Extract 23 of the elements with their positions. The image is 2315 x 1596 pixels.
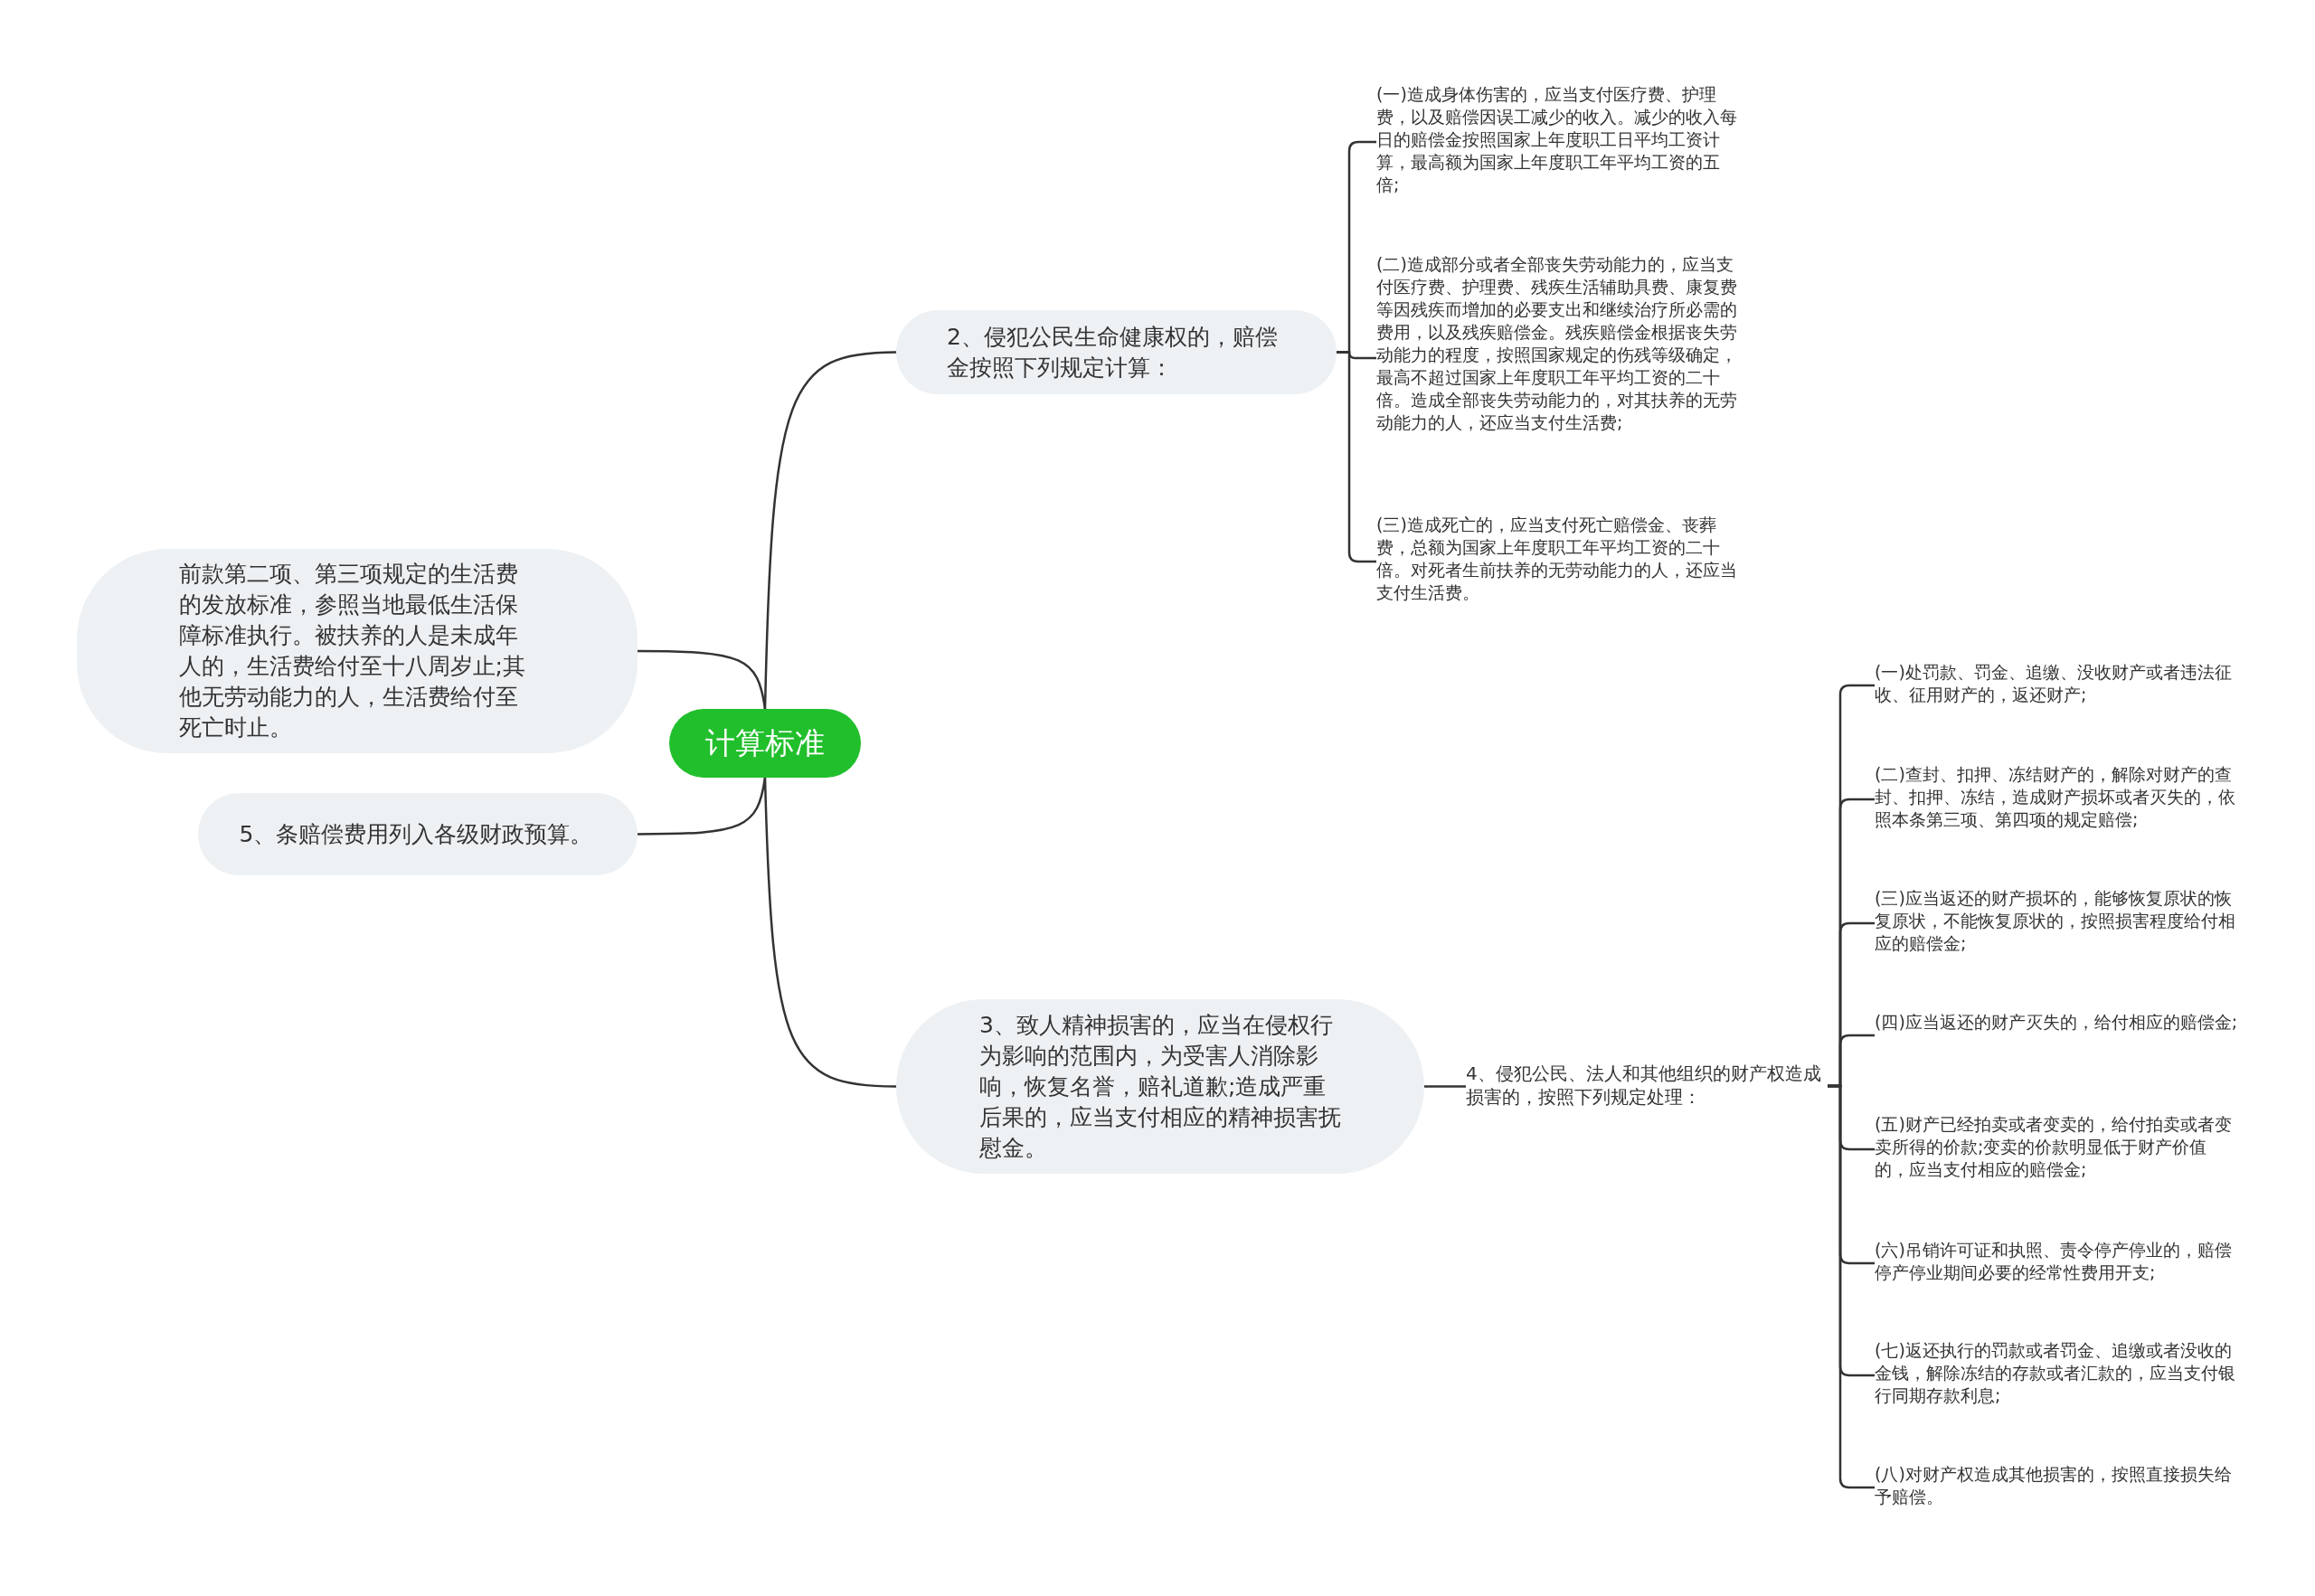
subtopic-text: (五)财产已经拍卖或者变卖的，给付拍卖或者变卖所得的价款;变卖的价款明显低于财产价值的，应当支付相应的赔偿金;: [1875, 1113, 2241, 1185]
subtopic-text: (一)处罚款、罚金、追缴、没收财产或者违法征收、征用财产的，返还财产;: [1875, 661, 2241, 710]
subtopic-text: (三)造成死亡的，应当支付死亡赔偿金、丧葬费，总额为国家上年度职工年平均工资的二十倍。对死者生前扶养的无劳动能力的人，还应当支付生活费。: [1376, 514, 1743, 609]
central-topic: 计算标准: [669, 709, 861, 778]
connector-line: [763, 351, 897, 710]
topic-text: 3、致人精神损害的，应当在侵权行为影响的范围内，为受害人消除影响，恢复名誉，赔礼道歉;造成严重后果的，应当支付相应的精神损害抚慰金。: [979, 1010, 1341, 1163]
topic-text: 5、条赔偿费用列入各级财政预算。: [239, 819, 594, 849]
subtopic-text: (三)应当返还的财产损坏的，能够恢复原状的恢复原状，不能恢复原状的，按照损害程度给付相应的赔偿金;: [1875, 887, 2241, 959]
subtopic-text: (八)对财产权造成其他损害的，按照直接损失给予赔偿。: [1875, 1463, 2241, 1512]
topic-text: 前款第二项、第三项规定的生活费的发放标准，参照当地最低生活保障标准执行。被扶养的人是未成年人的，生活费给付至十八周岁止;其他无劳动能力的人，生活费给付至死亡时止。: [178, 560, 526, 742]
subtopic-text: (七)返还执行的罚款或者罚金、追缴或者没收的金钱，解除冻结的存款或者汇款的，应当支付银行同期存款利息;: [1875, 1339, 2241, 1412]
subtopic-text: (四)应当返还的财产灭失的，给付相应的赔偿金;: [1875, 1011, 2241, 1060]
connector-line: [638, 649, 767, 710]
connector-line: [1424, 1085, 1466, 1088]
connector-line: [763, 777, 897, 1088]
subtopic-text: 4、侵犯公民、法人和其他组织的财产权造成损害的，按照下列规定处理：: [1466, 1062, 1828, 1110]
subtopic-text: (二)造成部分或者全部丧失劳动能力的，应当支付医疗费、护理费、残疾生活辅助具费、康复费等因残疾而增加的必要支出和继续治疗所必需的费用，以及残疾赔偿金。残疾赔偿金根据丧失劳动能力的程度，按照国家规定的伤残等级确定，最高不超过国家上年度职工年平均工资的二十倍。造成全部丧失劳动能力的，对其扶养的无劳动能力的人，还应当支付生活费;: [1376, 253, 1743, 463]
subtopic-text: (二)查封、扣押、冻结财产的，解除对财产的查封、扣押、冻结，造成财产损坏或者灭失的，依照本条第三项、第四项的规定赔偿;: [1875, 763, 2241, 836]
subtopic-text: (六)吊销许可证和执照、责令停产停业的，赔偿停产停业期间必要的经常性费用开支;: [1875, 1239, 2241, 1288]
topic-text: 2、侵犯公民生命健康权的，赔偿金按照下列规定计算：: [947, 322, 1279, 382]
subtopic-text: (一)造成身体伤害的，应当支付医疗费、护理费，以及赔偿因误工减少的收入。减少的收入每日的赔偿金按照国家上年度职工日平均工资计算，最高额为国家上年度职工年平均工资的五倍;: [1376, 83, 1743, 201]
connector-line: [1828, 1084, 1875, 1489]
connector-line: [638, 777, 767, 836]
